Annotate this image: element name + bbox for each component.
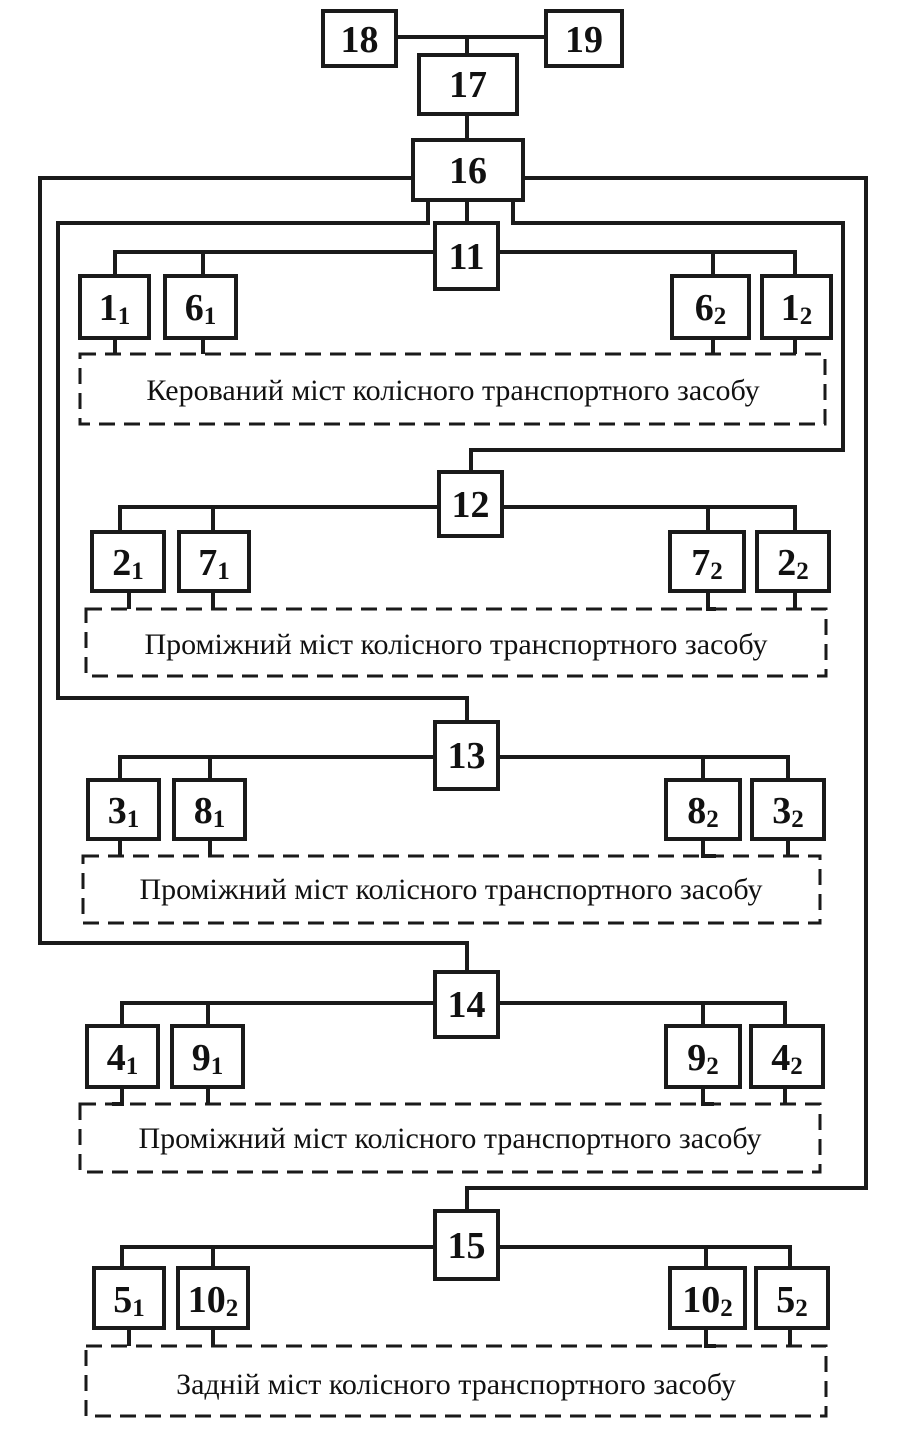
block-2-1: 21 [90,530,166,593]
block-9-1: 91 [170,1024,245,1089]
axle-intermediate-3: Проміжний міст колісного транспортного з… [78,1102,822,1174]
svg-text:82: 82 [687,790,719,833]
svg-text:21: 21 [112,542,144,585]
svg-text:61: 61 [185,287,217,330]
block-15: 15 [433,1209,500,1281]
block-8-2: 82 [664,778,742,841]
svg-text:62: 62 [695,287,727,330]
axle-intermediate-3-label: Проміжний міст колісного транспортного з… [138,1122,761,1155]
axle-intermediate-1-label: Проміжний міст колісного транспортного з… [144,628,767,661]
svg-text:15: 15 [448,1225,486,1267]
block-1-2: 12 [760,274,833,340]
block-11: 11 [433,221,500,291]
block-9-2: 92 [664,1024,742,1089]
axle-intermediate-2-label: Проміжний міст колісного транспортного з… [139,873,762,906]
block-3-2: 32 [750,778,826,841]
svg-text:32: 32 [772,790,804,833]
block-2-2: 22 [755,530,831,593]
svg-text:11: 11 [449,236,485,278]
axle-intermediate-2: Проміжний міст колісного транспортного з… [81,854,822,925]
block-1-1: 11 [78,274,151,340]
block-19: 19 [544,9,624,68]
svg-text:91: 91 [192,1037,224,1080]
block-7-2: 72 [668,530,746,593]
axle-steered: Керований міст колісного транспортного з… [78,352,827,426]
axle-intermediate-1: Проміжний міст колісного транспортного з… [84,607,828,678]
svg-text:14: 14 [448,984,486,1026]
svg-text:71: 71 [198,542,230,585]
block-12: 12 [437,470,504,538]
svg-text:81: 81 [194,790,226,833]
block-18: 18 [321,9,398,68]
block-10-2-left: 102 [176,1266,250,1330]
block-3-1: 31 [86,778,161,841]
svg-text:11: 11 [99,287,131,330]
svg-text:72: 72 [691,542,723,585]
svg-text:51: 51 [113,1279,145,1322]
svg-text:22: 22 [777,542,809,585]
svg-text:41: 41 [107,1037,139,1080]
svg-text:52: 52 [776,1279,808,1322]
svg-text:102: 102 [188,1279,239,1322]
svg-text:102: 102 [682,1279,733,1322]
svg-text:16: 16 [449,150,487,192]
svg-text:13: 13 [448,735,486,777]
block-8-1: 81 [172,778,247,841]
block-14: 14 [433,970,500,1039]
block-6-1: 61 [163,274,238,340]
axle-rear: Задній міст колісного транспортного засо… [84,1344,828,1418]
block-17: 17 [417,53,519,116]
block-5-2: 52 [754,1266,830,1330]
svg-text:92: 92 [687,1037,719,1080]
svg-text:18: 18 [341,19,379,61]
svg-text:12: 12 [452,484,490,526]
axle-steered-label: Керований міст колісного транспортного з… [146,374,759,407]
block-16: 16 [411,138,525,202]
svg-text:19: 19 [565,19,603,61]
axle-rear-label: Задній міст колісного транспортного засо… [176,1368,736,1401]
block-4-1: 41 [85,1024,160,1089]
block-4-2: 42 [749,1024,825,1089]
svg-text:31: 31 [108,790,140,833]
block-6-2: 62 [670,274,751,340]
block-10-2-right: 102 [668,1266,747,1330]
block-5-1: 51 [92,1266,166,1330]
svg-text:12: 12 [781,287,813,330]
svg-text:17: 17 [449,64,487,106]
svg-text:42: 42 [771,1037,803,1080]
block-7-1: 71 [177,530,251,593]
block-13: 13 [433,720,500,791]
